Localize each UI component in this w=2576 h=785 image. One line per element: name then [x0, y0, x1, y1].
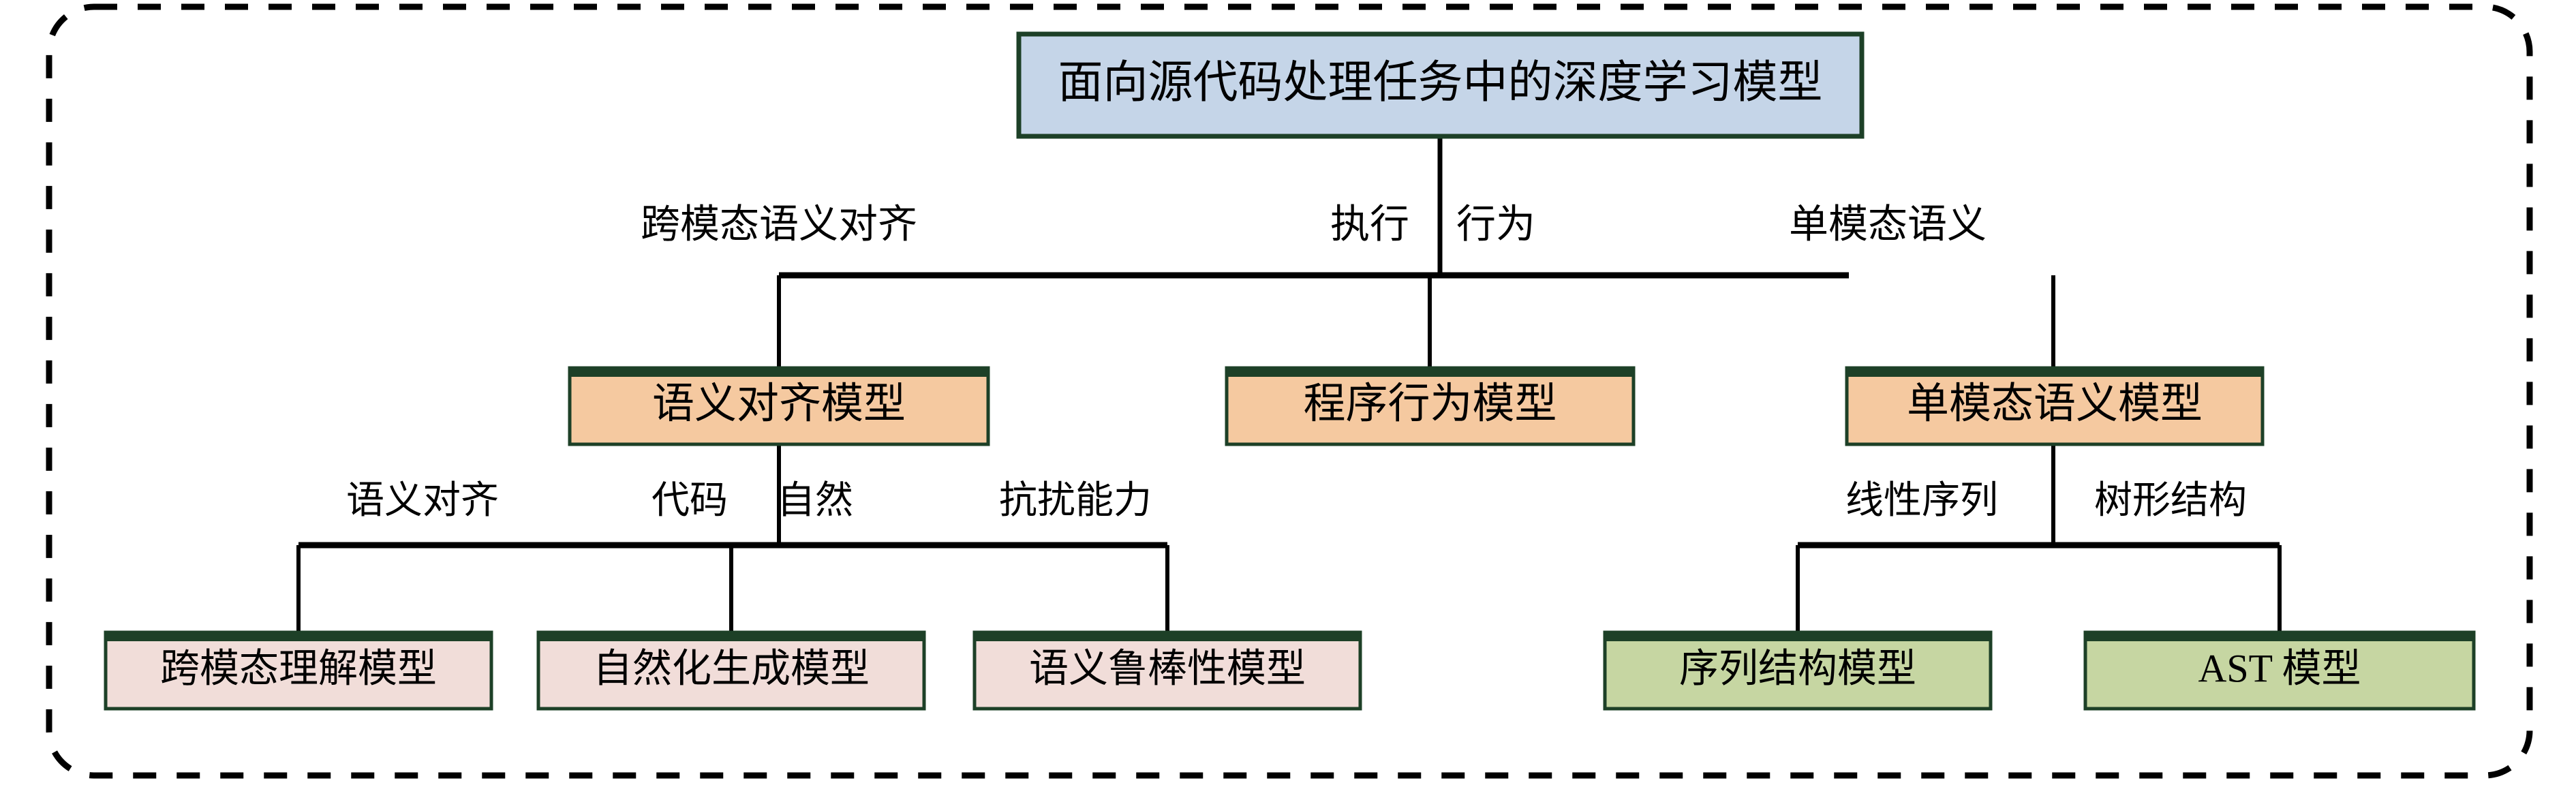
node-label-semantic-alignment-model: 语义对齐模型 — [652, 381, 906, 427]
edge-label-behavior: 行为 — [1456, 202, 1535, 246]
node-top-rule-ast-model — [2085, 632, 2474, 641]
node-label-program-behavior-model: 程序行为模型 — [1303, 381, 1557, 427]
node-label-naturalized-generation-model: 自然化生成模型 — [593, 646, 870, 690]
edge-label-unimodal-semantic: 单模态语义 — [1789, 202, 1987, 246]
node-box-unimodal-semantic-model[interactable] — [1845, 366, 2265, 446]
node-box-sequence-structure-model[interactable] — [1603, 630, 1993, 711]
node-box-cross-modal-understanding-model[interactable] — [104, 630, 493, 711]
diagram-outer-frame — [46, 3, 2533, 779]
edge-label-semantic-alignment: 语义对齐 — [346, 480, 499, 522]
node-program-behavior-model[interactable]: 程序行为模型 — [1225, 366, 1636, 446]
edge-label-cross-modal-alignment: 跨模态语义对齐 — [641, 202, 917, 246]
diagram-frame — [46, 3, 2533, 779]
edge-label-execution: 执行 — [1330, 202, 1409, 246]
node-label-cross-modal-understanding-model: 跨模态理解模型 — [160, 646, 437, 690]
node-label-semantic-robustness-model: 语义鲁棒性模型 — [1029, 646, 1306, 690]
node-label-ast-model: AST 模型 — [2198, 646, 2361, 690]
edge-label-code: 代码 — [651, 480, 728, 522]
node-semantic-alignment-model[interactable]: 语义对齐模型 — [568, 366, 990, 446]
node-ast-model[interactable]: AST 模型 — [2083, 630, 2476, 711]
node-box-naturalized-generation-model[interactable] — [536, 630, 926, 711]
node-cross-modal-understanding-model[interactable]: 跨模态理解模型 — [104, 630, 493, 711]
node-sequence-structure-model[interactable]: 序列结构模型 — [1603, 630, 1993, 711]
node-top-rule-semantic-robustness-model — [975, 632, 1360, 641]
node-box-program-behavior-model[interactable] — [1225, 366, 1636, 446]
node-top-rule-unimodal-semantic-model — [1847, 368, 2263, 377]
node-box-root[interactable] — [1016, 31, 1865, 139]
connector-layer — [296, 136, 2282, 632]
node-naturalized-generation-model[interactable]: 自然化生成模型 — [536, 630, 926, 711]
edge-label-robustness: 抗扰能力 — [999, 480, 1152, 522]
edge-label-tree-structure: 树形结构 — [2094, 480, 2247, 522]
node-top-rule-naturalized-generation-model — [538, 632, 924, 641]
node-label-root: 面向源代码处理任务中的深度学习模型 — [1058, 58, 1823, 108]
node-label-sequence-structure-model: 序列结构模型 — [1679, 646, 1916, 690]
node-top-rule-sequence-structure-model — [1605, 632, 1991, 641]
node-semantic-robustness-model[interactable]: 语义鲁棒性模型 — [972, 630, 1362, 711]
node-top-rule-semantic-alignment-model — [570, 368, 988, 377]
node-top-rule-program-behavior-model — [1227, 368, 1634, 377]
node-label-unimodal-semantic-model: 单模态语义模型 — [1907, 381, 2203, 427]
node-top-rule-cross-modal-understanding-model — [106, 632, 491, 641]
edge-label-linear-sequence: 线性序列 — [1845, 480, 1998, 522]
node-root[interactable]: 面向源代码处理任务中的深度学习模型 — [1016, 31, 1865, 139]
node-unimodal-semantic-model[interactable]: 单模态语义模型 — [1845, 366, 2265, 446]
edge-label-natural: 自然 — [777, 480, 853, 522]
